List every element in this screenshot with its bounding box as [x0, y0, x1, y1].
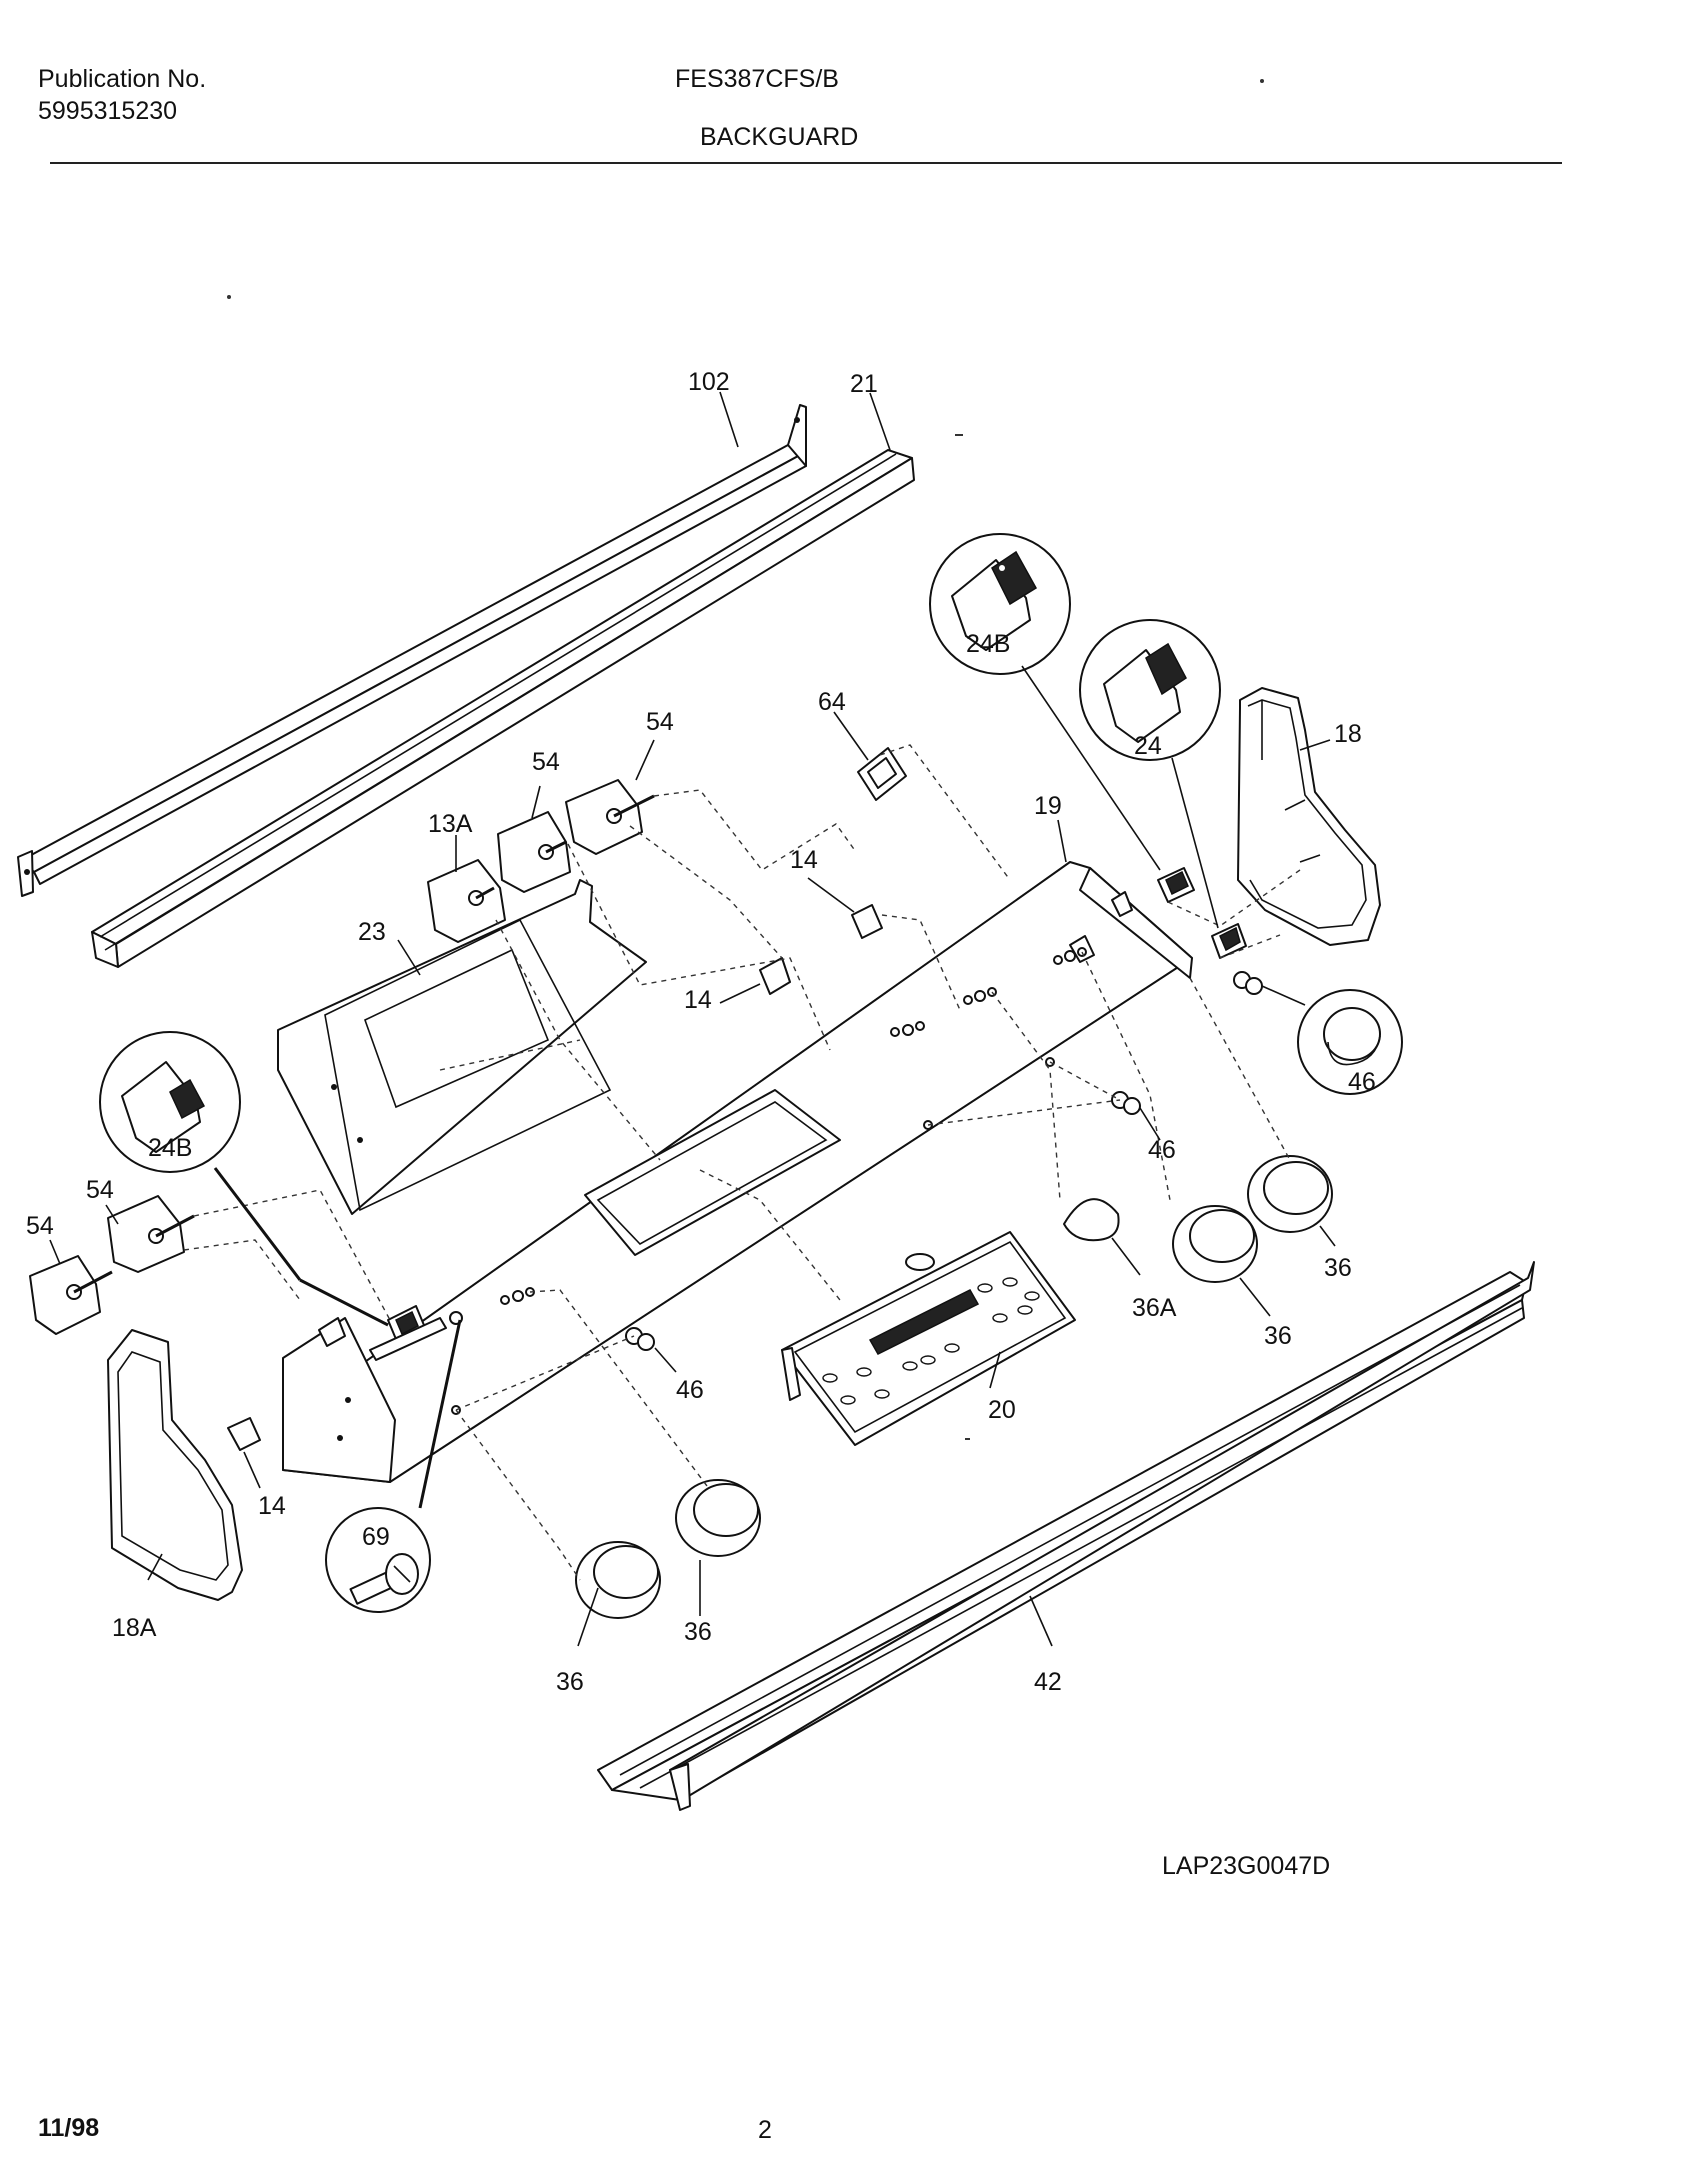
detail-circle-24b-left	[99, 1031, 241, 1173]
callout-46: 46	[676, 1376, 704, 1404]
callout-36: 36	[684, 1618, 712, 1646]
callout-14: 14	[684, 986, 712, 1014]
callout-36a: 36A	[1132, 1294, 1177, 1322]
part-20-clock-control	[781, 1231, 1076, 1446]
callout-20: 20	[988, 1396, 1016, 1424]
callout-18: 18	[1334, 720, 1362, 748]
part-42-front-trim	[597, 1261, 1535, 1811]
footer-date: 11/98	[38, 2114, 99, 2142]
terminal-blocks-14	[227, 904, 883, 1451]
part-19-control-panel	[282, 861, 1193, 1483]
knobs-36	[575, 1155, 1333, 1619]
callout-21: 21	[850, 370, 878, 398]
callout-13a: 13A	[428, 810, 473, 838]
detail-circle-46	[1297, 989, 1403, 1095]
detail-circle-24	[1079, 619, 1221, 761]
callout-36: 36	[1264, 1322, 1292, 1350]
publication-label: Publication No.	[38, 65, 207, 93]
infinite-switches-top	[427, 779, 655, 943]
section-title: BACKGUARD	[700, 123, 859, 151]
part-23-cover	[277, 879, 647, 1215]
callout-23: 23	[358, 918, 386, 946]
figure-code: LAP23G0047D	[1162, 1852, 1330, 1880]
part-18-right-end-cap	[1237, 687, 1381, 946]
detail-circle-24b-top	[929, 533, 1071, 675]
publication-number: 5995315230	[38, 97, 178, 125]
knobs-46	[625, 971, 1263, 1351]
infinite-switches-left	[29, 1195, 195, 1335]
screw-69	[369, 1311, 463, 1361]
callout-labels: 102 21 64 54 54 13A 24B 24 18 19 14 14 2…	[26, 368, 1376, 1696]
leader-lines	[49, 391, 1336, 1647]
callout-54: 54	[86, 1176, 114, 1204]
model-number: FES387CFS/B	[675, 65, 839, 93]
callout-24b: 24B	[148, 1134, 192, 1162]
callout-24: 24	[1134, 732, 1162, 760]
part-102-rear-trim	[17, 404, 807, 897]
callout-24b: 24B	[966, 630, 1010, 658]
callout-36: 36	[556, 1668, 584, 1696]
callout-54: 54	[646, 708, 674, 736]
detail-circle-69	[325, 1507, 431, 1613]
callout-42: 42	[1034, 1668, 1062, 1696]
callout-54: 54	[26, 1212, 54, 1240]
callout-14: 14	[790, 846, 818, 874]
wiring-dashes	[183, 744, 1301, 1581]
header-rule	[50, 162, 1562, 164]
part-21-rear-channel	[91, 449, 915, 968]
callout-69: 69	[362, 1523, 390, 1551]
callout-46: 46	[1348, 1068, 1376, 1096]
callout-14: 14	[258, 1492, 286, 1520]
callout-18a: 18A	[112, 1614, 157, 1642]
footer-page: 2	[758, 2116, 772, 2144]
callout-46: 46	[1148, 1136, 1176, 1164]
part-64-switch	[857, 747, 907, 801]
callout-102: 102	[688, 368, 730, 396]
callout-19: 19	[1034, 792, 1062, 820]
part-18a-left-end-cap	[107, 1329, 243, 1601]
callout-36: 36	[1324, 1254, 1352, 1282]
callout-54: 54	[532, 748, 560, 776]
callout-64: 64	[818, 688, 846, 716]
